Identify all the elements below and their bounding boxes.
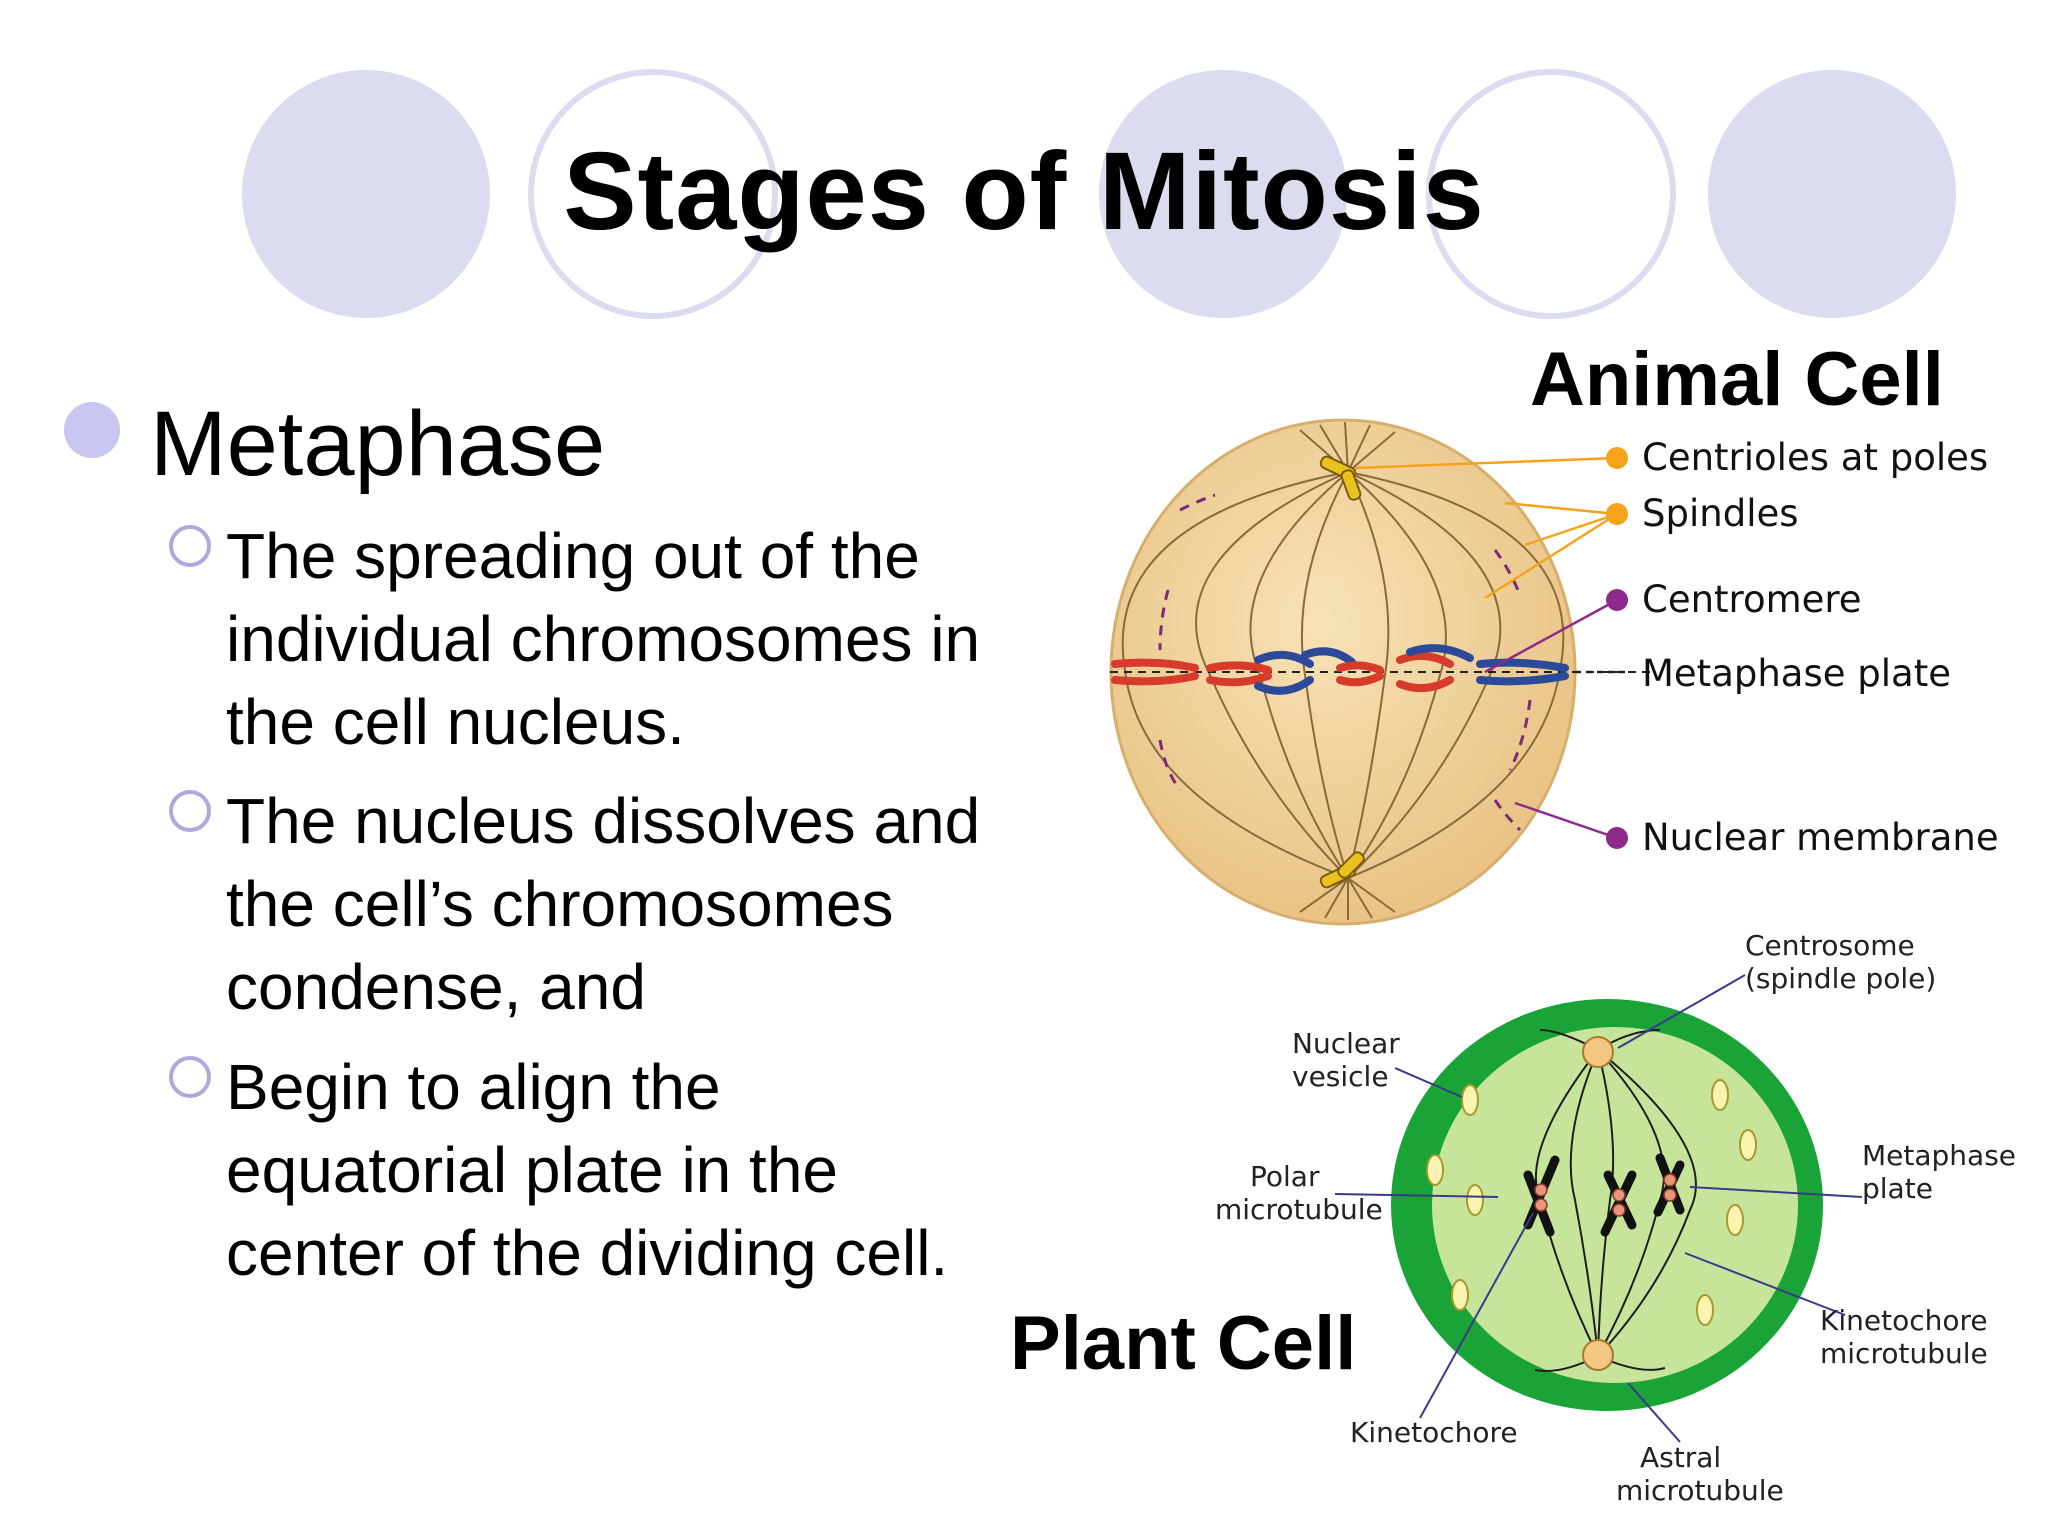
- animal-cell-body: [1109, 418, 1577, 926]
- animal-cell-heading: Animal Cell: [1530, 337, 1944, 422]
- centrosome-bottom: [1582, 1339, 1614, 1371]
- point-line: equatorial plate in the: [226, 1134, 838, 1206]
- deco-circle: [242, 70, 490, 318]
- sub-bullet-ring: [169, 525, 211, 567]
- label-centromere: Centromere: [1642, 578, 1862, 621]
- leader-lines: [1354, 456, 1630, 840]
- marker-dot: [1606, 503, 1628, 525]
- chromosomes: [1111, 644, 1569, 695]
- point-line: the cell’s chromosomes: [226, 868, 894, 940]
- label-spindles: Spindles: [1642, 492, 1799, 535]
- label-nuclear-membrane: Nuclear membrane: [1642, 816, 1999, 859]
- point-line: individual chromosomes in: [226, 603, 981, 675]
- plant-cell-heading: Plant Cell: [1010, 1301, 1357, 1386]
- plant-leader-lines: [1334, 974, 1863, 1443]
- centriole-icon: [1319, 851, 1365, 889]
- deco-circle: [1099, 70, 1347, 318]
- point-line: condense, and: [226, 951, 646, 1023]
- spindle-fibers: [1121, 471, 1565, 879]
- kinetochores: [1534, 1173, 1677, 1217]
- marker-dot: [1606, 447, 1628, 469]
- point-text: The spreading out of the individual chro…: [226, 515, 1086, 764]
- point-text: Begin to align the equatorial plate in t…: [226, 1046, 1086, 1295]
- deco-circle: [1708, 70, 1956, 318]
- plant-cell-wall: [1391, 999, 1823, 1411]
- label-centrosome: Centrosome(spindle pole): [1745, 929, 1936, 995]
- point-line: The nucleus dissolves and: [226, 785, 981, 857]
- centriole-icon: [1319, 455, 1362, 501]
- deco-ring: [528, 69, 778, 319]
- point-line: The spreading out of the: [226, 520, 920, 592]
- label-metaphase-plate: Metaphase plate: [1642, 652, 1951, 695]
- plant-chromosomes: [1523, 1153, 1685, 1237]
- plant-cytoplasm: [1432, 1027, 1798, 1383]
- label-centrioles: Centrioles at poles: [1642, 436, 1988, 479]
- bullet-dot: [64, 402, 120, 458]
- nuclear-vesicles: [1426, 1079, 1757, 1326]
- microtubules: [1534, 1029, 1697, 1373]
- point-text: The nucleus dissolves and the cell’s chr…: [226, 780, 1086, 1029]
- centrosome-top: [1582, 1036, 1614, 1068]
- point-line: Begin to align the: [226, 1051, 721, 1123]
- point-line: the cell nucleus.: [226, 686, 685, 758]
- stage-heading: Metaphase: [150, 393, 606, 495]
- sub-bullet-ring: [169, 790, 211, 832]
- deco-ring: [1426, 69, 1676, 319]
- marker-dot: [1606, 589, 1628, 611]
- label-kinetochore: Kinetochore: [1350, 1416, 1518, 1449]
- nuclear-membrane-fragments: [1158, 493, 1532, 832]
- astral-rays: [1299, 421, 1396, 920]
- marker-dot: [1606, 827, 1628, 849]
- point-line: center of the dividing cell.: [226, 1217, 949, 1289]
- header-decoration: [242, 69, 1956, 319]
- sub-bullet-ring: [169, 1056, 211, 1098]
- slide-title: Stages of Mitosis: [563, 130, 1485, 253]
